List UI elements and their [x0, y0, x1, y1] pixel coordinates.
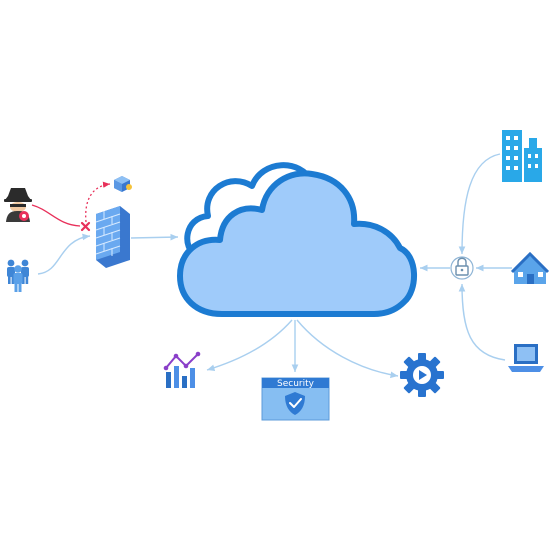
analytics-chart-icon: [163, 351, 201, 388]
connector-firewall-cloud: [130, 233, 179, 241]
security-panel-title: Security: [277, 379, 315, 389]
connector-hacker-firewall: [31, 204, 81, 227]
connector-office-hub: [458, 153, 501, 255]
users-group-icon: [7, 259, 29, 292]
cloud-icon: [177, 162, 418, 317]
package-icon: [114, 176, 132, 192]
laptop-icon: [508, 344, 544, 372]
security-panel: Security: [261, 377, 330, 421]
firewall-icon: [95, 206, 130, 268]
lock-icon: [450, 256, 474, 280]
connector-blocked-package: [85, 181, 111, 223]
connector-users-firewall: [37, 233, 91, 275]
connectors: [37, 153, 512, 379]
connector-laptop-hub: [458, 283, 506, 361]
hacker-icon: [4, 188, 32, 222]
gear-play-icon: [400, 353, 444, 397]
shield-check-icon: [285, 392, 305, 415]
blocked-x-icon: [80, 221, 91, 232]
house-icon: [510, 251, 550, 284]
connector-cloud-analytics: [206, 319, 293, 372]
connector-cloud-gear: [296, 319, 399, 379]
office-buildings-icon: [502, 130, 542, 182]
